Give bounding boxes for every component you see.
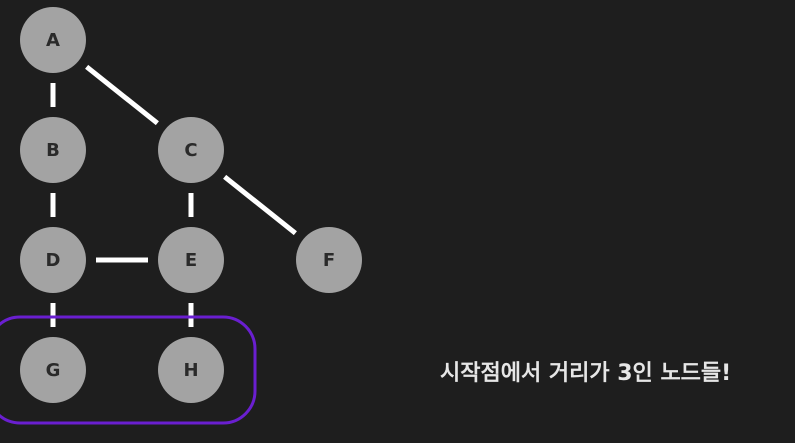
node-a: A xyxy=(20,7,86,73)
node-label-h: H xyxy=(183,360,198,381)
caption-text: 시작점에서 거리가 3인 노드들! xyxy=(440,361,732,386)
highlight-layer xyxy=(0,315,257,425)
node-g: G xyxy=(20,337,86,403)
node-label-e: E xyxy=(185,250,197,271)
node-circle-e xyxy=(158,227,224,293)
edge-c-f xyxy=(223,174,297,236)
node-b: B xyxy=(20,117,86,183)
edges-layer xyxy=(50,64,297,327)
node-circle-f xyxy=(296,227,362,293)
node-f: F xyxy=(296,227,362,293)
node-circle-d xyxy=(20,227,86,293)
node-h: H xyxy=(158,337,224,403)
node-label-c: C xyxy=(184,140,197,161)
node-label-d: D xyxy=(46,250,61,271)
highlight-box xyxy=(0,315,257,425)
edge-a-c xyxy=(85,64,159,126)
node-circle-c xyxy=(158,117,224,183)
node-label-a: A xyxy=(46,30,60,51)
node-circle-g xyxy=(20,337,86,403)
node-label-b: B xyxy=(46,140,60,161)
node-label-g: G xyxy=(46,360,61,381)
nodes-layer: A B C D E F G H xyxy=(20,7,362,403)
node-circle-b xyxy=(20,117,86,183)
node-circle-h xyxy=(158,337,224,403)
node-label-f: F xyxy=(323,250,335,271)
node-c: C xyxy=(158,117,224,183)
node-e: E xyxy=(158,227,224,293)
node-circle-a xyxy=(20,7,86,73)
node-d: D xyxy=(20,227,86,293)
